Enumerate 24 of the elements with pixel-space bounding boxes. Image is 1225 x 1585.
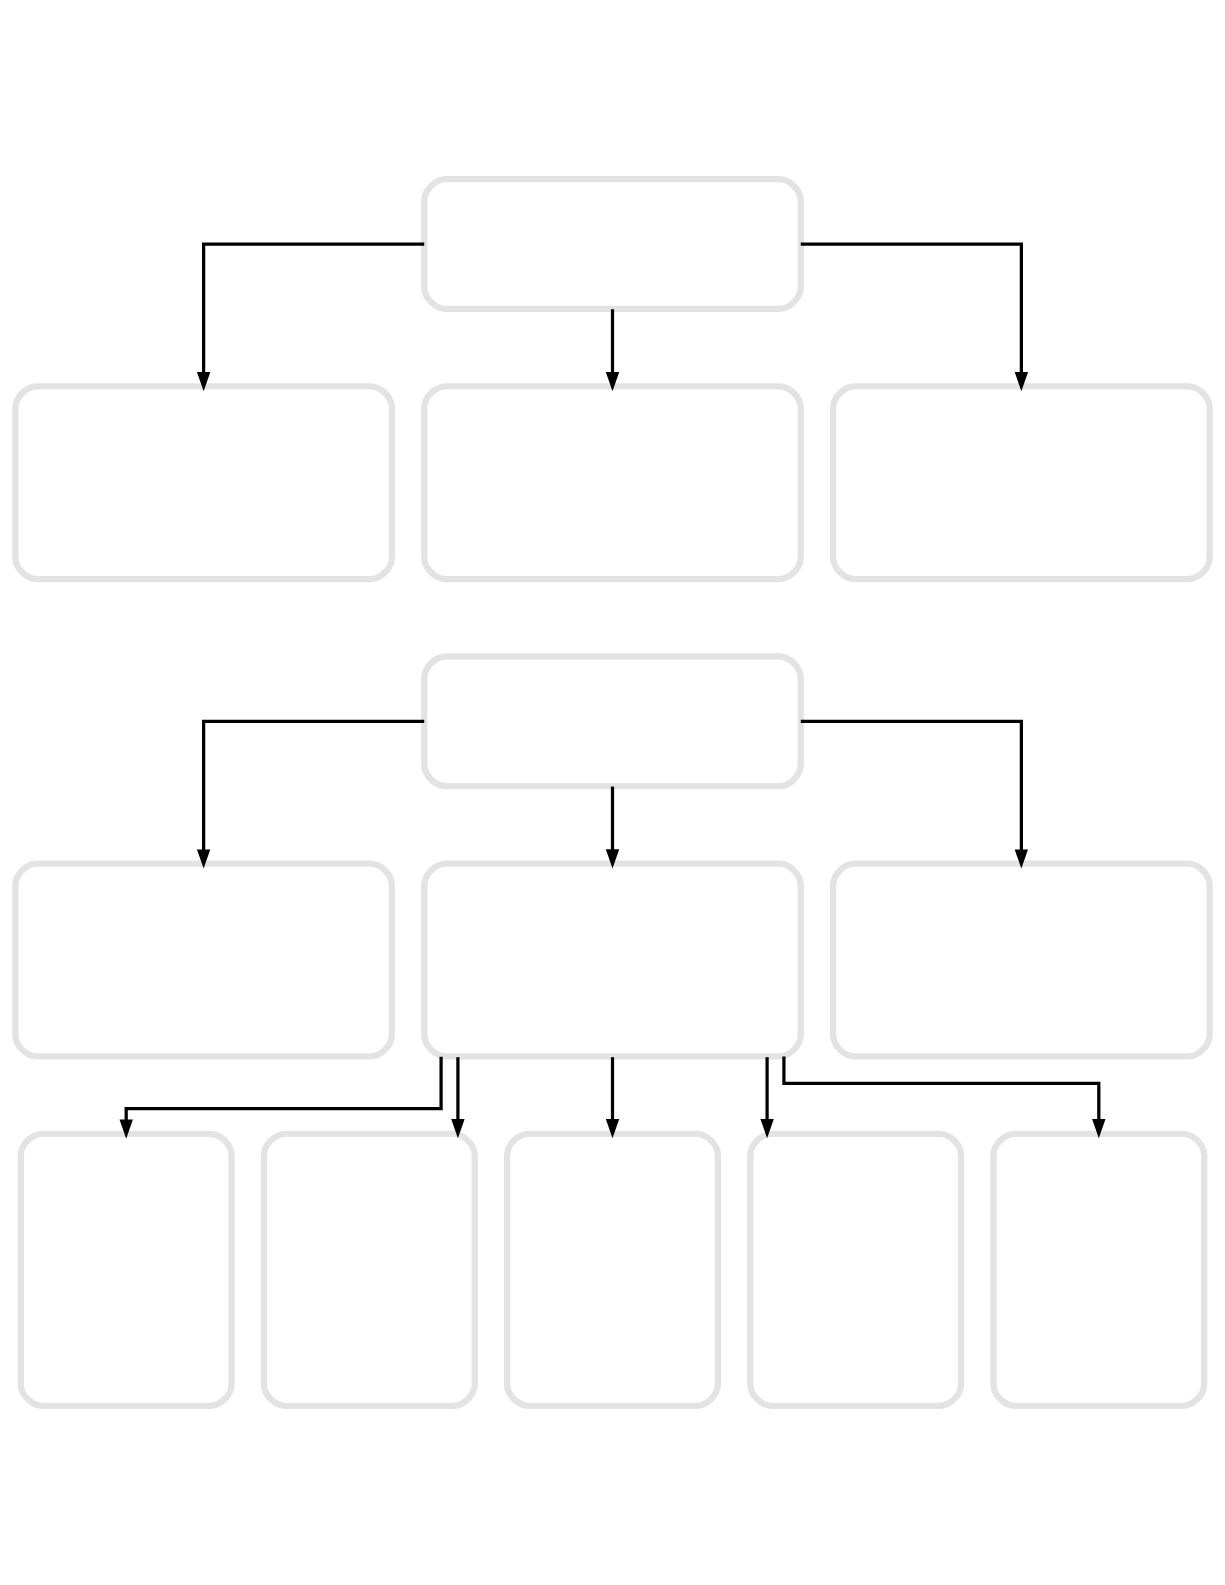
arrow <box>605 1057 620 1139</box>
node-box <box>17 1130 235 1409</box>
arrow <box>605 786 620 869</box>
arrow <box>605 309 620 392</box>
node-box <box>12 860 395 1060</box>
node-box <box>421 653 804 790</box>
node-box <box>830 383 1213 583</box>
node-box <box>12 383 395 583</box>
arrow <box>451 1057 465 1139</box>
node-box <box>260 1130 478 1409</box>
arrow <box>800 719 1029 869</box>
arrow <box>119 1056 443 1139</box>
arrow <box>800 242 1029 392</box>
arrow <box>760 1057 774 1139</box>
node-box <box>830 860 1213 1060</box>
node-box <box>990 1130 1208 1409</box>
arrow <box>196 719 425 869</box>
arrow <box>782 1056 1106 1139</box>
node-box <box>421 383 804 583</box>
node-box <box>421 860 804 1060</box>
node-box <box>421 176 804 313</box>
node-box <box>747 1130 965 1409</box>
arrow <box>196 242 425 392</box>
node-box <box>504 1130 721 1409</box>
